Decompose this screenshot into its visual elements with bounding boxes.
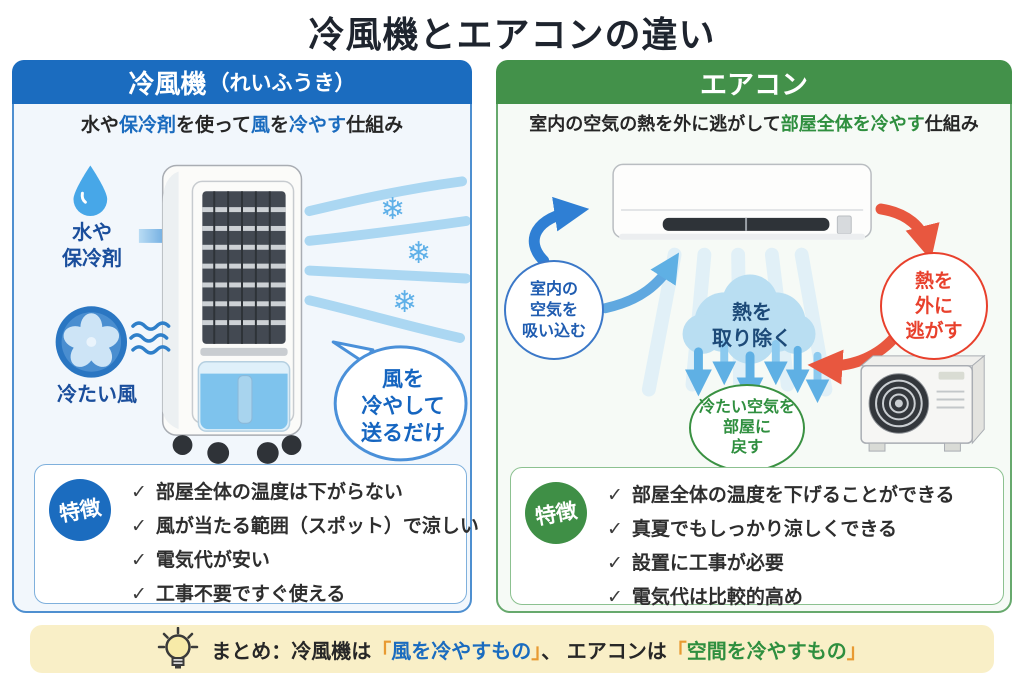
breeze-waves-icon: [129, 321, 171, 355]
list-item: ✓部屋全体の温度を下げることができる: [607, 485, 955, 506]
list-item: ✓電気代は比較的高め: [607, 587, 803, 608]
intake-bubble: 室内の 空気を 吸い込む: [504, 260, 604, 360]
water-drop-icon: [73, 165, 108, 217]
panel-airconditioner: エアコン 室内の空気の熱を外に逃がして部屋全体を冷やす仕組み 室内の 空気を 吸…: [496, 60, 1012, 613]
fan-icon: [55, 306, 128, 378]
panel-aircooler: 冷風機 （れいふうき） 水や保冷剤を使って風を冷やす仕組み 水や 保冷剤 冷たい…: [12, 60, 479, 613]
snowflake-icon: ❄: [380, 193, 406, 226]
check-icon: ✓: [131, 482, 147, 503]
features-badge: 特徴: [49, 479, 111, 541]
list-item: ✓設置に工事が必要: [607, 553, 784, 574]
airconditioner-header: エアコン: [496, 60, 1012, 104]
list-item: ✓工事不要ですぐ使える: [131, 584, 346, 605]
aircooler-subtitle: 水や保冷剤を使って風を冷やす仕組み: [80, 115, 404, 136]
airconditioner-features-box: 特徴 ✓部屋全体の温度を下げることができる ✓真夏でもしっかり涼しくできる ✓設…: [510, 467, 1004, 608]
features-list: ✓部屋全体の温度を下げることができる ✓真夏でもしっかり涼しくできる ✓設置に工…: [607, 480, 995, 609]
check-icon: ✓: [607, 553, 623, 574]
check-icon: ✓: [607, 587, 623, 608]
aircooler-device: [161, 164, 303, 464]
heat-exhaust-bubble: 熱を 外に 逃がす: [880, 252, 988, 360]
snowflake-icon: ❄: [392, 286, 418, 319]
list-item: ✓部屋全体の温度は下がらない: [131, 482, 403, 503]
check-icon: ✓: [131, 550, 147, 571]
summary-text: まとめ：冷風機は「風を冷やすもの」、 エアコンは「空間を冷やすもの」: [211, 640, 867, 663]
snowflake-icon: ❄: [406, 237, 432, 270]
features-badge: 特徴: [525, 482, 587, 544]
cold-wind-label: 冷たい風: [57, 384, 137, 406]
list-item: ✓風が当たる範囲（スポット）で涼しい: [131, 516, 479, 537]
ac-outdoor-unit: [859, 354, 986, 452]
check-icon: ✓: [131, 516, 147, 537]
check-icon: ✓: [607, 519, 623, 540]
summary-bar: まとめ：冷風機は「風を冷やすもの」、 エアコンは「空間を冷やすもの」: [30, 625, 994, 673]
airconditioner-subtitle: 室内の空気の熱を外に逃がして部屋全体を冷やす仕組み: [529, 114, 979, 134]
aircooler-header-main: 冷風機: [128, 68, 207, 99]
check-icon: ✓: [607, 485, 623, 506]
water-label: 水や 保冷剤: [62, 222, 122, 270]
heat-cloud-label: 熱を 取り除く: [712, 302, 792, 350]
page-title: 冷風機とエアコンの違い: [308, 14, 716, 55]
check-icon: ✓: [131, 584, 147, 605]
aircooler-header: 冷風機 （れいふうき）: [12, 60, 472, 104]
aircooler-header-reading: （れいふうき）: [208, 72, 356, 95]
ac-indoor-unit: [612, 163, 872, 240]
return-air-bubble: 冷たい空気を 部屋に 戻す: [689, 384, 805, 472]
list-item: ✓真夏でもしっかり涼しくできる: [607, 519, 897, 540]
list-item: ✓電気代が安い: [131, 550, 270, 571]
lightbulb-icon: [157, 627, 199, 669]
features-list: ✓部屋全体の温度は下がらない ✓風が当たる範囲（スポット）で涼しい ✓電気代が安…: [131, 477, 479, 606]
aircooler-features-box: 特徴 ✓部屋全体の温度は下がらない ✓風が当たる範囲（スポット）で涼しい ✓電気…: [34, 464, 479, 606]
speech-bubble-text: 風を 冷やして 送るだけ: [361, 368, 445, 445]
